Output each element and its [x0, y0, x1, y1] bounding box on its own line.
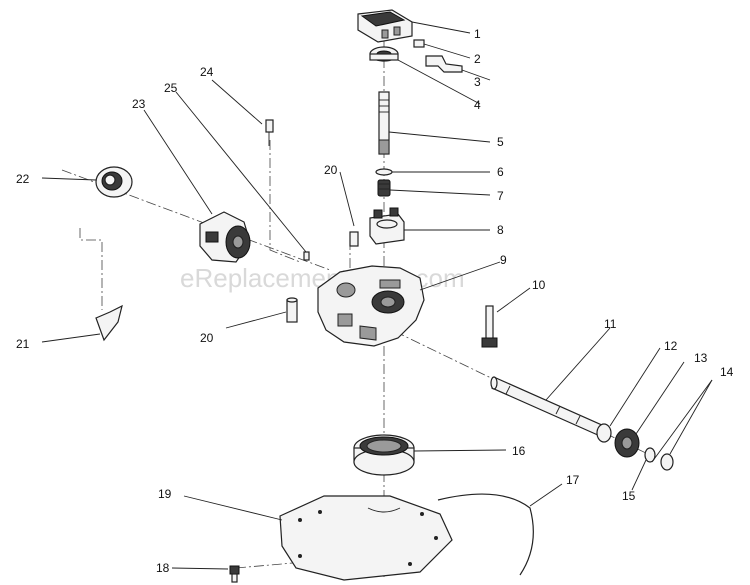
- part-13-gear: [614, 428, 640, 458]
- callout-20-upper: 20: [324, 163, 338, 177]
- part-24-screw: [265, 119, 274, 146]
- part-7-spring: [377, 179, 391, 197]
- part-16-ring-gear: [353, 434, 415, 476]
- part-15-washer: [644, 447, 656, 463]
- callout-20-lower: 20: [200, 331, 214, 345]
- part-9-housing: [317, 265, 425, 347]
- callout-9: 9: [500, 253, 507, 267]
- part-18-screw: [229, 565, 240, 583]
- part-25-pin: [303, 251, 310, 261]
- part-5-shaft: [378, 91, 390, 155]
- callout-21: 21: [16, 337, 30, 351]
- callout-7: 7: [497, 189, 504, 203]
- part-3-lever: [425, 55, 463, 73]
- callout-10: 10: [532, 278, 546, 292]
- part-1-cap: [357, 9, 413, 43]
- part-22-seal: [95, 166, 133, 198]
- callouts: 1 2 3 4 5 6 7 8 9 10 11 12 13 14 15 16 1…: [16, 27, 734, 575]
- callout-5: 5: [497, 135, 504, 149]
- callout-14: 14: [720, 365, 734, 379]
- callout-6: 6: [497, 165, 504, 179]
- callout-12: 12: [664, 339, 678, 353]
- callout-19: 19: [158, 487, 172, 501]
- part-11-output-shaft: [490, 376, 605, 437]
- callout-1: 1: [474, 27, 481, 41]
- callout-16: 16: [512, 444, 526, 458]
- part-14-washer: [660, 453, 674, 471]
- part-23-motor: [199, 211, 251, 263]
- part-8-pump-block: [369, 207, 405, 245]
- callout-4: 4: [474, 98, 481, 112]
- callout-11: 11: [604, 317, 617, 331]
- part-10-bolt: [481, 305, 498, 348]
- part-19-gasket: [279, 495, 453, 581]
- callout-22: 22: [16, 172, 30, 186]
- part-20-dowel-upper: [349, 231, 359, 247]
- part-12-washer: [596, 423, 612, 443]
- leader-lines: [41, 21, 713, 570]
- callout-17: 17: [566, 473, 580, 487]
- callout-25: 25: [164, 81, 178, 95]
- part-6-oring: [375, 168, 393, 176]
- callout-18: 18: [156, 561, 170, 575]
- callout-23: 23: [132, 97, 146, 111]
- callout-8: 8: [497, 223, 504, 237]
- part-21-clip: [95, 304, 123, 342]
- part-17-seal: [437, 493, 534, 576]
- callout-3: 3: [474, 75, 481, 89]
- callout-13: 13: [694, 351, 708, 365]
- callout-15: 15: [622, 489, 636, 503]
- part-2-pin: [413, 39, 425, 48]
- callout-24: 24: [200, 65, 214, 79]
- part-20-dowel-lower: [286, 297, 298, 323]
- part-4-bearing: [369, 46, 399, 62]
- callout-2: 2: [474, 52, 481, 66]
